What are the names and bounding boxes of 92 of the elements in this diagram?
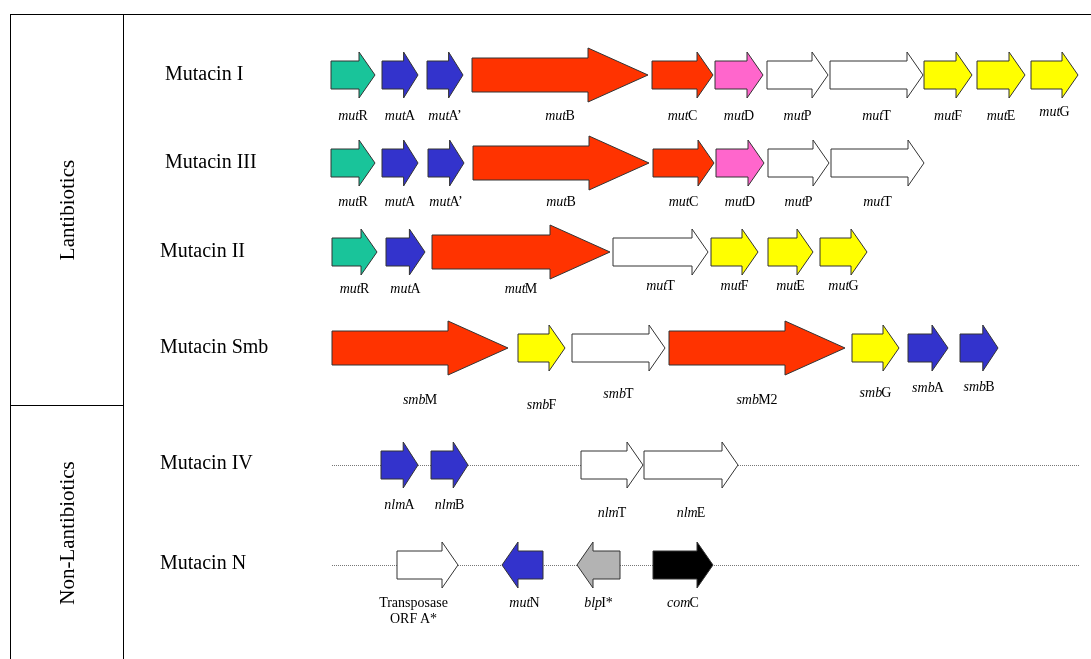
- gene-label: mutP: [783, 108, 812, 124]
- gene-symbol: [653, 542, 713, 588]
- category-band: [10, 14, 124, 405]
- gene-symbol: [1031, 52, 1078, 98]
- gene-symbol: [715, 52, 763, 98]
- gene-label: nlmE: [676, 505, 706, 521]
- gene-symbol: [386, 229, 425, 275]
- gene-symbol: [581, 442, 643, 488]
- gene-symbol: [960, 325, 998, 371]
- gene-symbol: [382, 140, 418, 186]
- cluster-title: Mutacin I: [165, 62, 244, 85]
- gene-symbol: [768, 229, 813, 275]
- gene-label: mutN: [509, 595, 540, 611]
- gene-symbol: [577, 542, 620, 588]
- gene-label: mutT: [862, 108, 891, 124]
- gene-label: mutR: [339, 281, 370, 297]
- cluster-title: Mutacin Smb: [160, 335, 269, 358]
- gene-symbol: [431, 442, 468, 488]
- gene-symbol: [428, 140, 464, 186]
- gene-label: mutT: [646, 278, 675, 294]
- gene-label: mutP: [784, 194, 813, 210]
- gene-symbol: [653, 140, 714, 186]
- gene-symbol: [852, 325, 899, 371]
- gene-symbol: [644, 442, 738, 488]
- gene-symbol: [820, 229, 867, 275]
- gene-symbol: [908, 325, 948, 371]
- category-band: [10, 405, 124, 659]
- gene-label: mutR: [338, 194, 368, 210]
- gene-symbol: [502, 542, 543, 588]
- gene-label: Transposase ORF A*: [379, 595, 448, 627]
- gene-label: blpI*: [584, 595, 613, 611]
- gene-label: smbA: [912, 380, 944, 396]
- cluster-title: Mutacin IV: [160, 451, 253, 474]
- gene-symbol: [831, 140, 924, 186]
- gene-label: mutB: [546, 194, 576, 210]
- gene-symbol: [977, 52, 1025, 98]
- category-label: Lantibiotics: [54, 159, 80, 261]
- gene-label: mutC: [668, 194, 699, 210]
- gene-symbol: [472, 48, 648, 102]
- gene-symbol: [669, 321, 845, 375]
- gene-symbol: [652, 52, 713, 98]
- gene-label: comC: [667, 595, 699, 611]
- gene-label: smbF: [526, 397, 557, 413]
- gene-symbol: [924, 52, 972, 98]
- gene-symbol: [331, 140, 375, 186]
- gene-label: mutR: [338, 108, 368, 124]
- gene-label: nlmA: [384, 497, 415, 513]
- gene-symbol: [711, 229, 758, 275]
- gene-symbol: [613, 229, 708, 275]
- gene-symbol: [397, 542, 458, 588]
- gene-label: mutA: [390, 281, 421, 297]
- gene-label: smbB: [963, 379, 995, 395]
- gene-symbol: [331, 52, 375, 98]
- gene-symbol: [830, 52, 923, 98]
- gene-label: mutM: [504, 281, 538, 297]
- gene-label: mutG: [1039, 104, 1070, 120]
- gene-label: mutA: [384, 108, 416, 124]
- gene-symbol: [716, 140, 764, 186]
- gene-label: mutF: [934, 108, 962, 124]
- gene-symbol: [332, 321, 508, 375]
- gene-symbol: [381, 442, 418, 488]
- gene-symbol: [473, 136, 649, 190]
- gene-label: mutE: [986, 108, 1016, 124]
- gene-label: mutD: [723, 108, 755, 124]
- gene-symbol: [432, 225, 610, 279]
- gene-label: mutG: [828, 278, 859, 294]
- gene-label: smbM: [402, 392, 438, 408]
- gene-label: mutA’: [429, 194, 463, 210]
- gene-label: mutA’: [428, 108, 462, 124]
- gene-label: mutT: [863, 194, 892, 210]
- gene-symbol: [427, 52, 463, 98]
- gene-label: smbM2: [736, 392, 778, 408]
- gene-symbol: [518, 325, 565, 371]
- cluster-title: Mutacin N: [160, 551, 247, 574]
- gene-symbol: [382, 52, 418, 98]
- gene-symbol: [767, 52, 828, 98]
- gene-label: mutB: [545, 108, 575, 124]
- gene-symbol: [768, 140, 829, 186]
- category-label: Non-Lantibiotics: [54, 460, 80, 605]
- cluster-title: Mutacin II: [160, 239, 245, 262]
- cluster-title: Mutacin III: [165, 150, 257, 173]
- gene-label: smbT: [603, 386, 634, 402]
- gene-label: mutC: [667, 108, 698, 124]
- gene-label: nlmT: [597, 505, 627, 521]
- gene-label: smbG: [859, 385, 892, 401]
- gene-label: mutE: [776, 278, 805, 294]
- gene-label: mutA: [384, 194, 416, 210]
- gene-symbol: [572, 325, 665, 371]
- gene-symbol: [332, 229, 377, 275]
- gene-label: nlmB: [434, 497, 465, 513]
- gene-label: mutD: [724, 194, 756, 210]
- gene-label: mutF: [720, 278, 749, 294]
